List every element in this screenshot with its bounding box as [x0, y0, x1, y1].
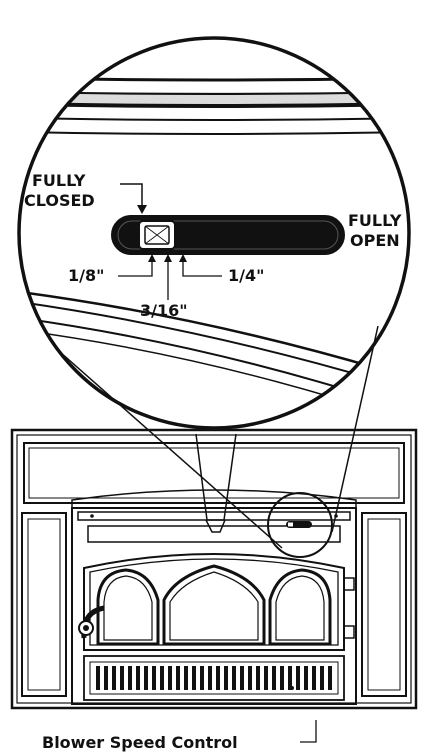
grill-louvers — [96, 666, 332, 690]
grill-louver — [304, 666, 308, 690]
grill-louver — [296, 666, 300, 690]
grill-louver — [112, 666, 116, 690]
grill-louver — [160, 666, 164, 690]
grill-louver — [200, 666, 204, 690]
grill-louver — [320, 666, 324, 690]
grill-louver — [312, 666, 316, 690]
measurement-arrows — [118, 254, 222, 300]
grill-louver — [104, 666, 108, 690]
door-arches — [96, 564, 332, 646]
grill-louver — [224, 666, 228, 690]
grill-louver — [256, 666, 260, 690]
grill-louver — [136, 666, 140, 690]
grill-louver — [128, 666, 132, 690]
grill-louver — [272, 666, 276, 690]
fully-closed-label-line2: CLOSED — [24, 191, 95, 210]
door-handle — [78, 605, 105, 639]
fully-closed-arrow — [120, 183, 143, 212]
grill-louver — [152, 666, 156, 690]
grill-louver — [232, 666, 236, 690]
fully-open-label-line2: OPEN — [350, 231, 400, 250]
caption: Blower Speed Control — [42, 733, 238, 752]
grill-louver — [120, 666, 124, 690]
grill-louver — [216, 666, 220, 690]
magnified-detail: FULLY CLOSED FULLY OPEN 1/8" 3/16" 1/4" — [17, 36, 411, 430]
grill-louver — [168, 666, 172, 690]
control-location-marker — [267, 492, 333, 558]
grill-louver — [264, 666, 268, 690]
fully-closed-label-line1: FULLY — [32, 171, 86, 190]
grill-louver — [144, 666, 148, 690]
caption-leader-line — [300, 720, 317, 743]
grill-louver — [280, 666, 284, 690]
label-one-eighth: 1/8" — [68, 266, 104, 285]
grill-louver — [240, 666, 244, 690]
fireplace-insert — [10, 428, 418, 710]
label-three-sixteenths: 3/16" — [140, 301, 188, 320]
magnifier-ring — [17, 36, 411, 430]
slider-knob — [138, 220, 176, 250]
grill-louver — [288, 666, 292, 690]
grill-louver — [96, 666, 100, 690]
grill-louver — [208, 666, 212, 690]
grill-louver — [248, 666, 252, 690]
fully-open-label-line1: FULLY — [348, 211, 402, 230]
grill-louver — [176, 666, 180, 690]
grill-louver — [184, 666, 188, 690]
grill-louver — [328, 666, 332, 690]
grill-louver — [192, 666, 196, 690]
label-one-quarter: 1/4" — [228, 266, 264, 285]
